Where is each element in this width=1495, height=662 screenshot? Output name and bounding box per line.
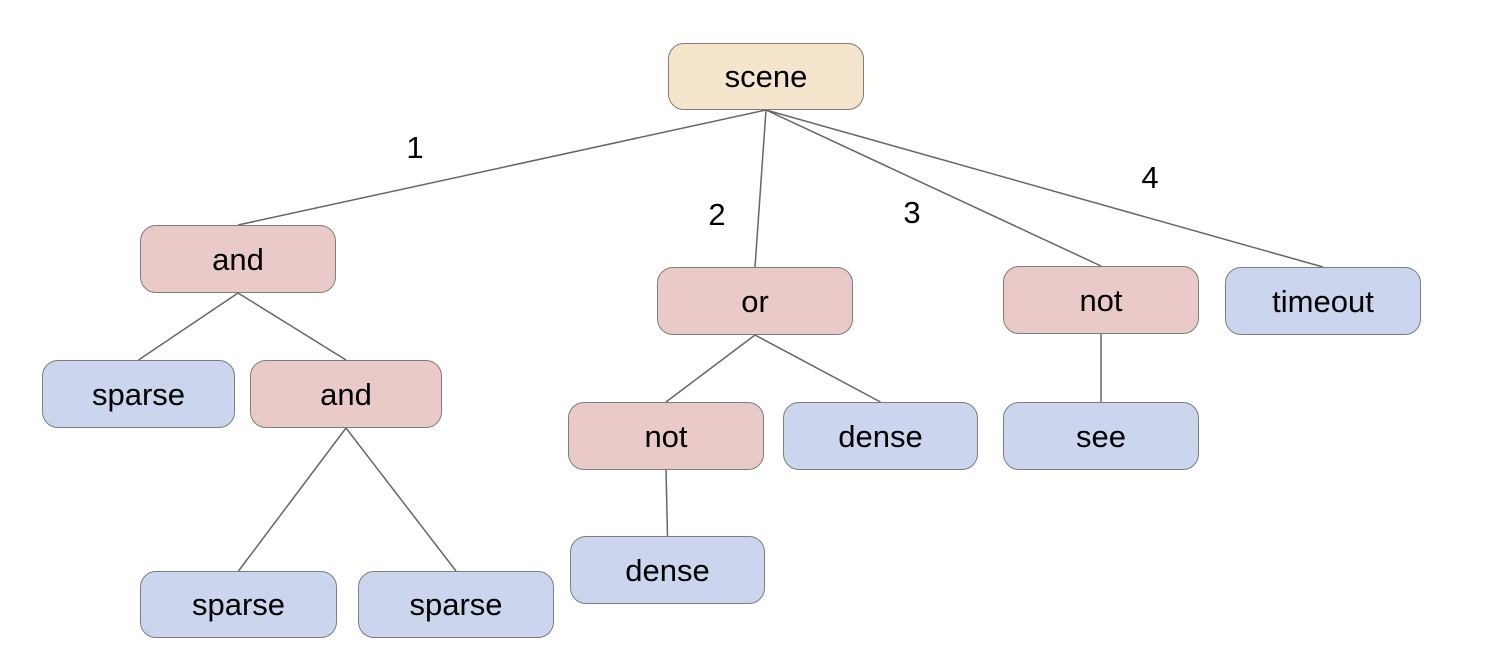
edge-label-3: 3	[903, 195, 921, 230]
tree-node-timeout1: timeout	[1225, 267, 1421, 335]
tree-node-not2: not	[568, 402, 764, 470]
edge-or1-to-not2	[665, 334, 756, 403]
edge-label-2: 2	[708, 197, 726, 232]
tree-node-scene: scene	[668, 43, 864, 110]
tree-node-not1: not	[1003, 266, 1199, 334]
edge-scene-to-or1	[754, 109, 767, 268]
edge-not2-to-dense2	[665, 469, 669, 537]
tree-node-or1: or	[657, 267, 853, 335]
tree-node-dense1: dense	[783, 402, 978, 470]
edge-and1-to-and2	[237, 292, 347, 361]
tree-node-dense2: dense	[570, 536, 765, 604]
tree-node-and2: and	[250, 360, 442, 428]
tree-node-sparse1: sparse	[42, 360, 235, 428]
edge-and1-to-sparse1	[138, 292, 239, 361]
edge-scene-to-timeout1	[765, 109, 1324, 268]
tree-node-sparse3: sparse	[358, 571, 554, 638]
edge-scene-to-not1	[765, 109, 1102, 267]
tree-node-sparse2: sparse	[140, 571, 337, 638]
edge-or1-to-dense1	[754, 334, 881, 403]
edge-scene-to-and1	[237, 109, 767, 226]
edge-label-4: 4	[1141, 160, 1159, 195]
tree-node-and1: and	[140, 225, 336, 293]
edge-and2-to-sparse2	[237, 427, 347, 572]
edge-label-1: 1	[406, 130, 424, 165]
tree-node-see1: see	[1003, 402, 1199, 470]
edge-and2-to-sparse3	[345, 427, 457, 572]
